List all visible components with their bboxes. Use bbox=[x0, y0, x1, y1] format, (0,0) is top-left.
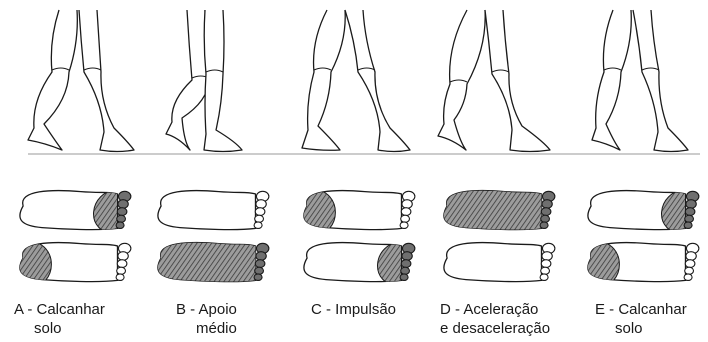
toe-mark bbox=[255, 208, 265, 216]
toe-mark bbox=[686, 252, 696, 261]
toe-mark bbox=[116, 222, 124, 229]
toe-mark bbox=[540, 274, 548, 281]
footprint-bottom bbox=[14, 242, 131, 286]
footprint-top bbox=[444, 191, 555, 230]
toe-mark bbox=[685, 260, 695, 268]
back-leg bbox=[28, 10, 77, 150]
back-leg bbox=[302, 10, 345, 150]
caption-phase-d: D - Aceleração e desaceleração bbox=[440, 300, 550, 338]
back-leg bbox=[438, 10, 485, 150]
footprint-bottom bbox=[158, 243, 269, 282]
legs-figure bbox=[592, 10, 688, 152]
back-leg bbox=[166, 10, 209, 150]
footprints-layer bbox=[14, 190, 699, 286]
footprint-top bbox=[158, 191, 269, 230]
footprint-top bbox=[20, 190, 131, 234]
back-leg bbox=[592, 10, 631, 150]
front-leg bbox=[79, 10, 134, 152]
toe-mark bbox=[256, 200, 266, 209]
footprint-top bbox=[298, 190, 415, 234]
toe-mark bbox=[117, 208, 127, 216]
toe-mark bbox=[685, 215, 694, 222]
toe-mark bbox=[684, 274, 692, 281]
toe-mark bbox=[685, 267, 694, 274]
toe-mark bbox=[118, 200, 128, 209]
toe-mark bbox=[256, 252, 266, 261]
caption-phase-b: B - Apoio médio bbox=[176, 300, 237, 338]
footprint-pair bbox=[158, 191, 269, 282]
toe-mark bbox=[116, 274, 124, 281]
toe-mark bbox=[255, 260, 265, 268]
toe-mark bbox=[541, 267, 550, 274]
footprint-pair bbox=[14, 190, 131, 286]
footprint-pair bbox=[298, 190, 415, 286]
toe-mark bbox=[118, 252, 128, 261]
toe-mark bbox=[542, 200, 552, 209]
toe-mark bbox=[400, 222, 408, 229]
caption-phase-e-line2: solo bbox=[595, 319, 687, 338]
caption-phase-d-line1: D - Aceleração bbox=[440, 300, 550, 319]
toe-mark bbox=[400, 274, 408, 281]
front-leg bbox=[485, 10, 550, 152]
footprint-top bbox=[588, 190, 699, 234]
legs-figure bbox=[166, 10, 242, 152]
footprint-pair bbox=[444, 191, 555, 282]
caption-phase-b-line1: B - Apoio bbox=[176, 300, 237, 319]
toe-mark bbox=[255, 267, 264, 274]
caption-phase-c: C - Impulsão bbox=[311, 300, 396, 319]
caption-phase-a: A - Calcanhar solo bbox=[14, 300, 105, 338]
toe-mark bbox=[542, 252, 552, 261]
footprint-bottom bbox=[444, 243, 555, 282]
toe-mark bbox=[117, 267, 126, 274]
footprint-pair bbox=[582, 190, 699, 286]
toe-mark bbox=[686, 200, 696, 209]
toe-mark bbox=[255, 215, 264, 222]
toe-mark bbox=[541, 208, 551, 216]
legs-figure bbox=[438, 10, 550, 152]
toe-mark bbox=[254, 222, 262, 229]
legs-layer bbox=[28, 10, 688, 152]
toe-mark bbox=[541, 260, 551, 268]
toe-mark bbox=[401, 215, 410, 222]
footprint-bottom bbox=[582, 242, 699, 286]
caption-phase-c-line1: C - Impulsão bbox=[311, 300, 396, 319]
toe-mark bbox=[254, 274, 262, 281]
toe-mark bbox=[401, 260, 411, 268]
toe-mark bbox=[402, 252, 412, 261]
front-leg bbox=[204, 10, 242, 152]
legs-figure bbox=[302, 10, 410, 152]
toe-mark bbox=[401, 267, 410, 274]
toe-mark bbox=[402, 200, 412, 209]
toe-mark bbox=[401, 208, 411, 216]
footprint-bottom bbox=[304, 242, 415, 286]
toe-mark bbox=[540, 222, 548, 229]
toe-mark bbox=[541, 215, 550, 222]
toe-mark bbox=[117, 260, 127, 268]
caption-phase-e: E - Calcanhar solo bbox=[595, 300, 687, 338]
toe-mark bbox=[684, 222, 692, 229]
legs-figure bbox=[28, 10, 134, 152]
front-leg bbox=[633, 10, 688, 152]
caption-phase-b-line2: médio bbox=[176, 319, 237, 338]
caption-phase-a-line2: solo bbox=[14, 319, 105, 338]
caption-phase-e-line1: E - Calcanhar bbox=[595, 300, 687, 319]
caption-phase-d-line2: e desaceleração bbox=[440, 319, 550, 338]
toe-mark bbox=[117, 215, 126, 222]
caption-phase-a-line1: A - Calcanhar bbox=[14, 300, 105, 319]
front-leg bbox=[345, 10, 410, 152]
toe-mark bbox=[685, 208, 695, 216]
